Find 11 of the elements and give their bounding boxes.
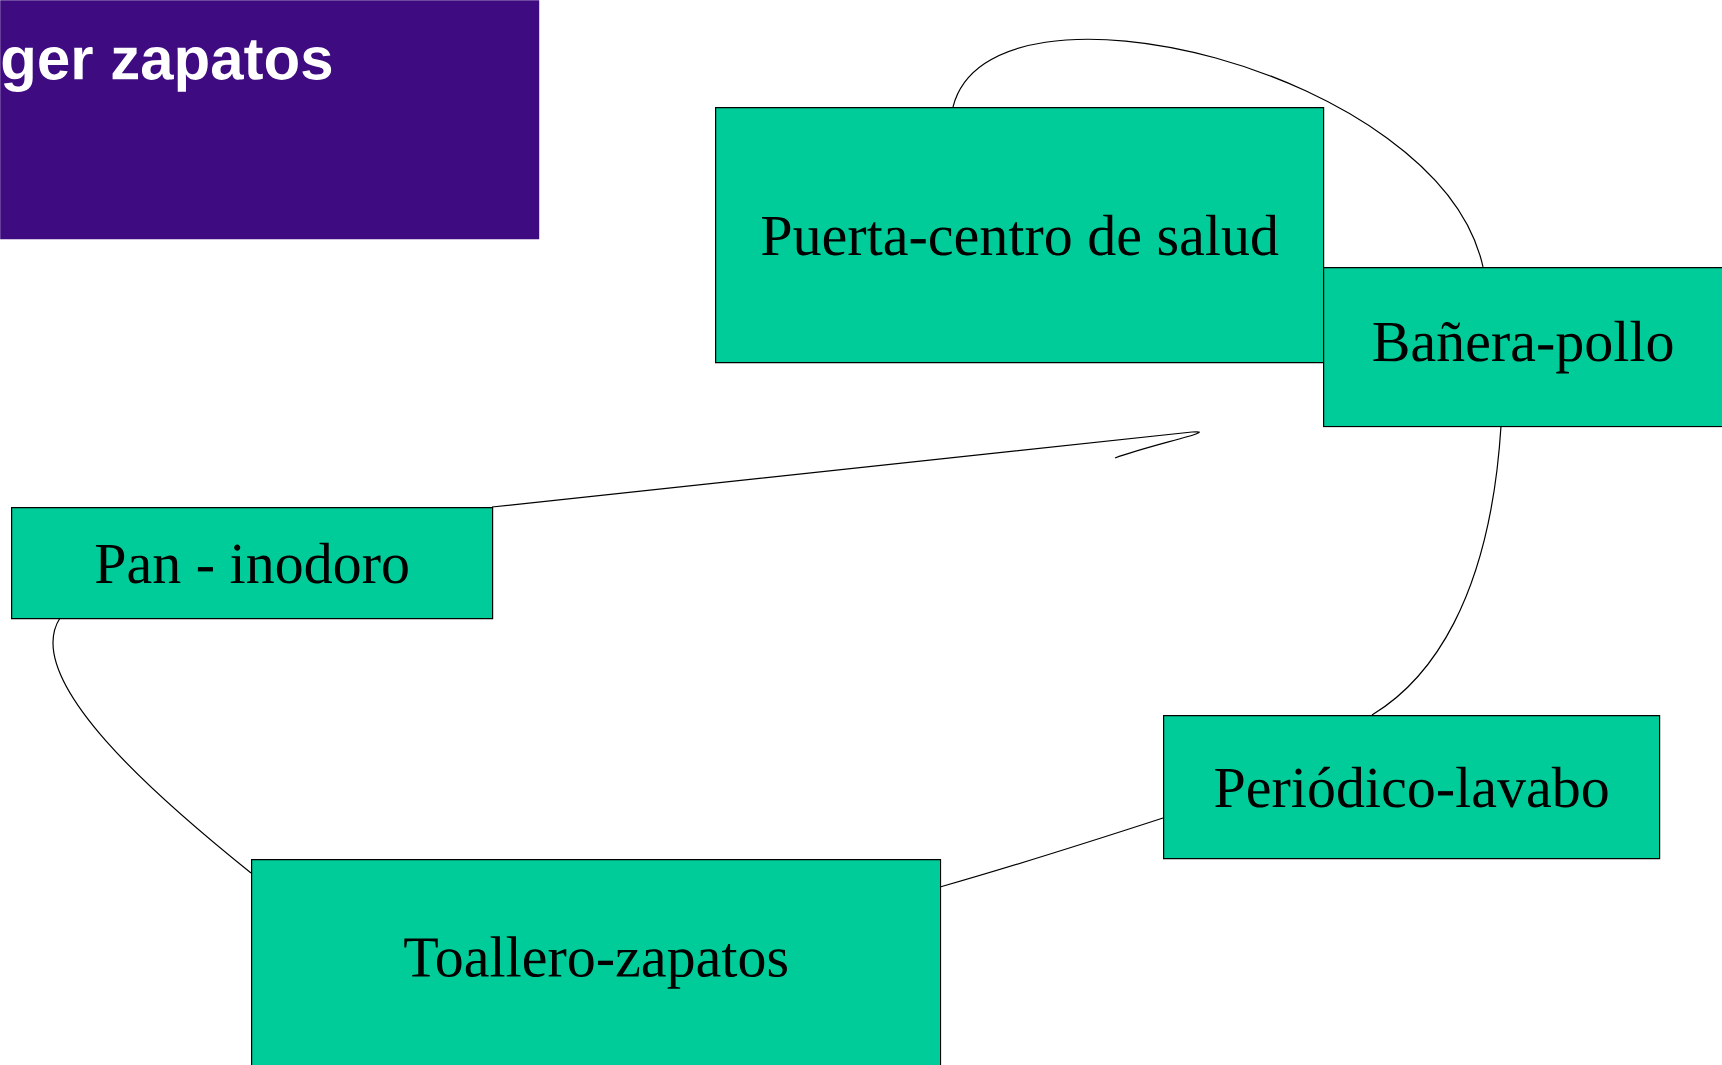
hooked-line (491, 431, 1200, 508)
text-box: Bañera-pollo (1323, 267, 1722, 428)
title-banner: ger zapatos (0, 0, 540, 240)
curved-line (1371, 425, 1502, 716)
text-box: Toallero-zapatos (251, 859, 942, 1065)
text-box: Puerta-centro de salud (715, 107, 1325, 364)
curved-line (939, 817, 1164, 888)
text-box: Pan - inodoro (11, 506, 494, 620)
curved-line (952, 38, 1484, 268)
text-box: Periódico-lavabo (1163, 715, 1661, 860)
curved-line (53, 617, 252, 874)
